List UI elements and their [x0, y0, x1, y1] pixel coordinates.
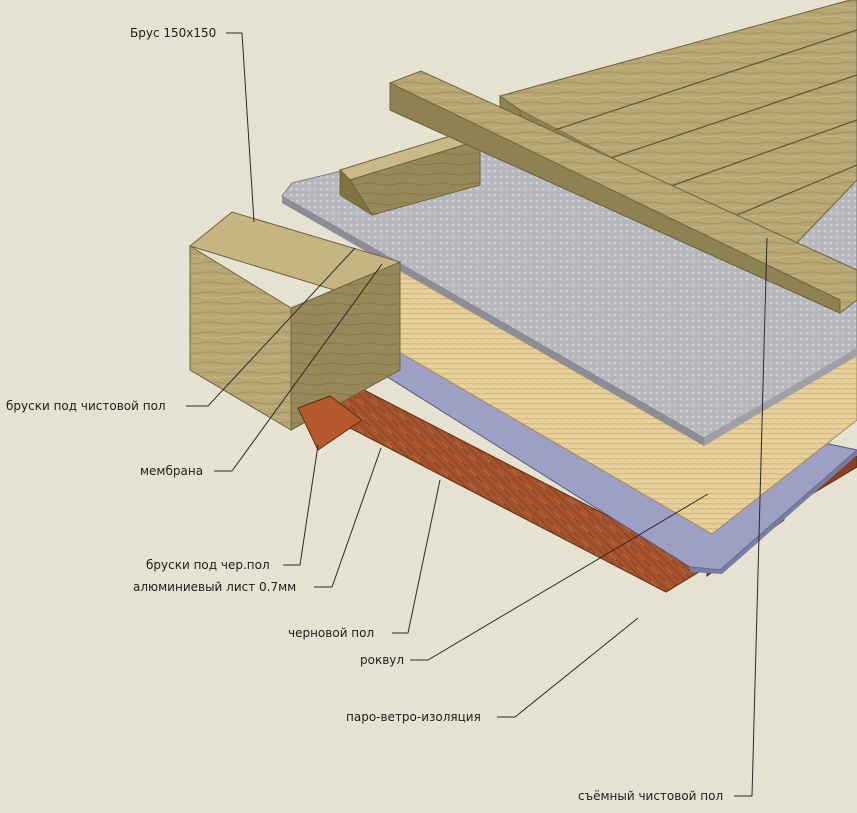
label-rockwool: роквул [360, 653, 405, 667]
membrane-edge-side [704, 348, 857, 446]
label-beam-150x150: Брус 150х150 [130, 26, 217, 40]
finish-joist-end [339, 168, 373, 216]
label-subfloor-joists: бруски под чер.пол [146, 558, 270, 572]
label-aluminium-sheet: алюминиевый лист 0.7мм [133, 580, 297, 594]
main-beam-front [189, 245, 292, 431]
leader-lines [186, 32, 768, 797]
label-removable-finish-floor: съёмный чистовой пол [578, 789, 724, 803]
subfloor-joist [297, 395, 363, 451]
label-vapor-wind-barrier: паро-ветро-изоляция [346, 710, 481, 724]
label-subfloor: черновой пол [288, 626, 375, 640]
label-finish-floor-joists: бруски под чистовой пол [6, 399, 166, 413]
label-membrane: мембрана [140, 464, 204, 478]
long-beam-side [389, 82, 841, 314]
